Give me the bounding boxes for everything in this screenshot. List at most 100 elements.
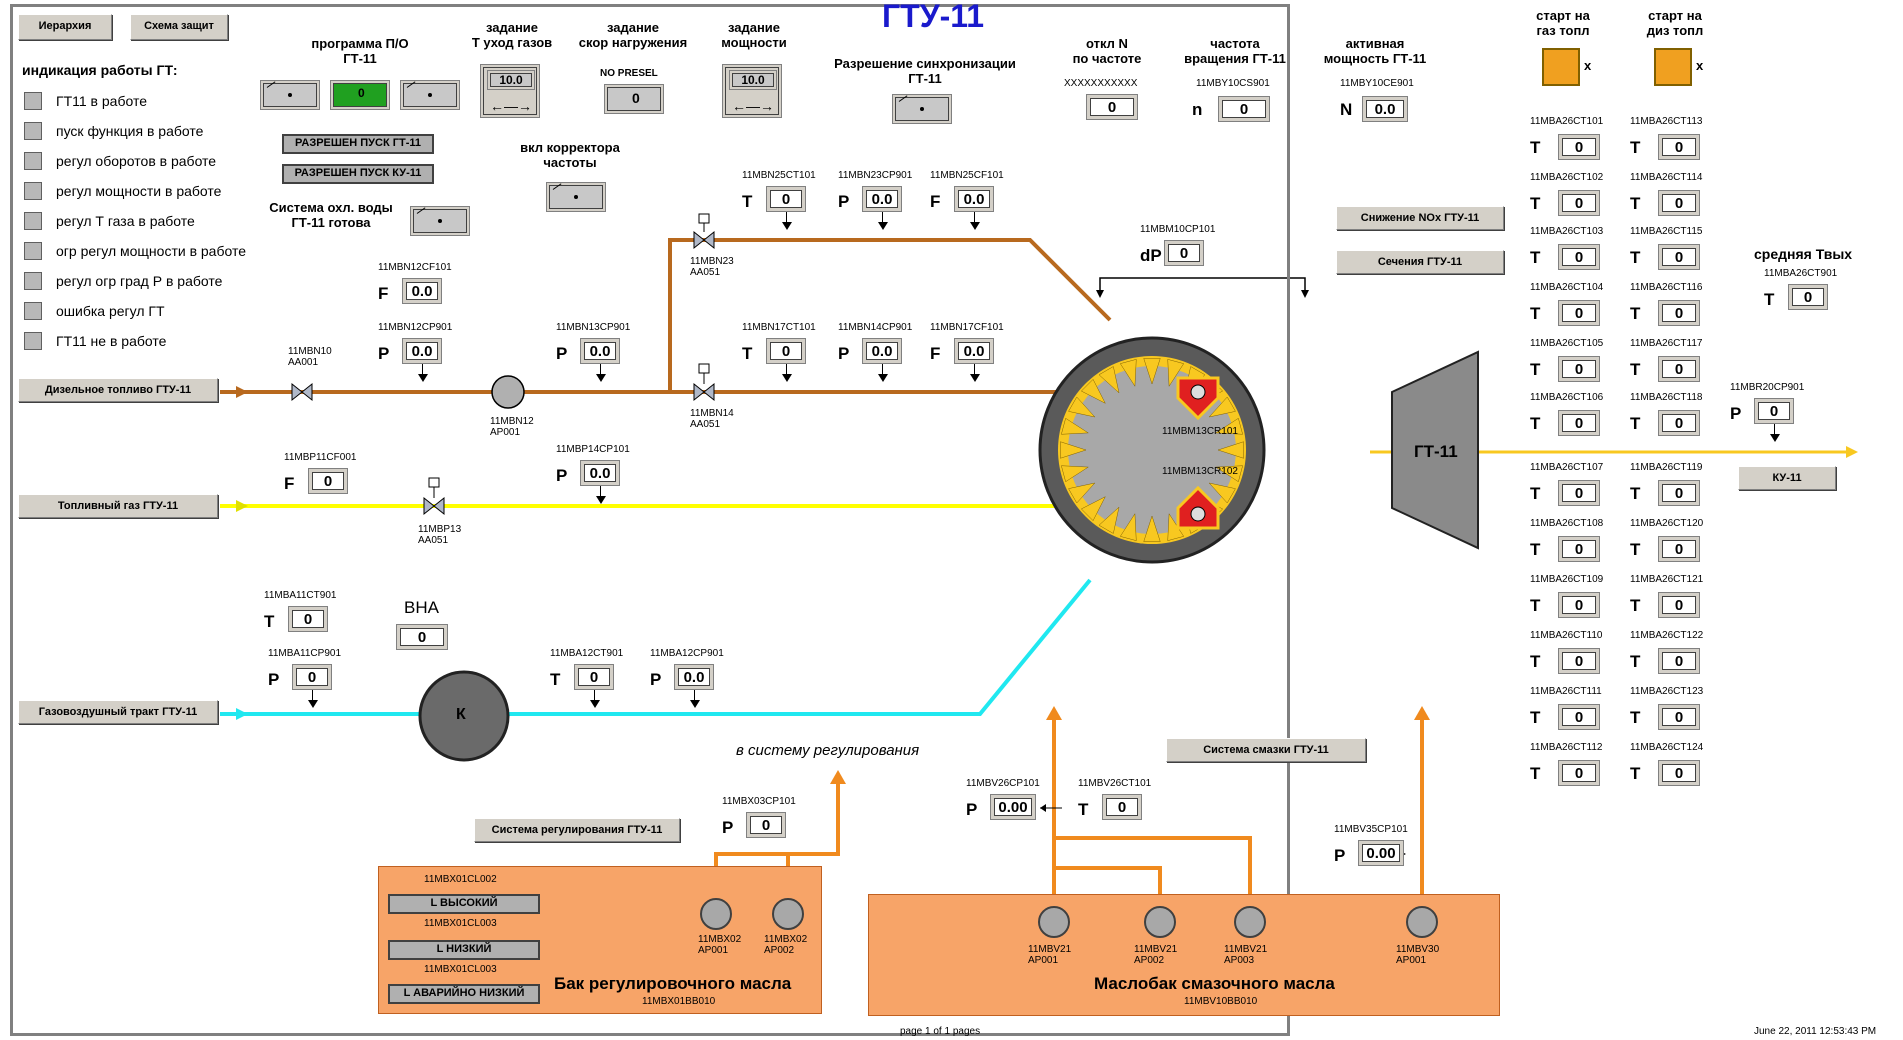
gas-temp-setpoint[interactable]: 10.0←—→ — [480, 64, 540, 118]
indicator-lamp — [24, 92, 42, 110]
combustor-blade — [1143, 358, 1161, 385]
vna-value: 0 — [396, 624, 448, 650]
load-rate-setpoint[interactable]: 0 — [604, 84, 664, 114]
sensor-symbol: P — [838, 192, 850, 211]
indicator-lamp — [24, 212, 42, 230]
mbv21-pump-2[interactable] — [1144, 906, 1176, 938]
start-gt-permit: РАЗРЕШЕН ПУСК ГТ-11 — [282, 134, 434, 154]
freq-corrector-label: вкл корректора частоты — [520, 140, 620, 170]
start-ku-permit: РАЗРЕШЕН ПУСК КУ-11 — [282, 164, 434, 184]
indicator-label: ошибка регул ГТ — [56, 303, 165, 319]
ku-button[interactable]: КУ-11 — [1738, 466, 1836, 490]
sensor-tag: 11MBN14CP901 — [838, 322, 913, 333]
sensor-symbol: T — [1530, 360, 1541, 379]
schematic-frame — [10, 4, 1290, 1036]
l-low-tag: 11MBX01CL003 — [424, 918, 497, 929]
start-diesel-icon[interactable] — [1654, 48, 1692, 86]
indicator-label: ГТ11 в работе — [56, 93, 147, 109]
sensor-tag: 11MBA26CT122 — [1630, 630, 1704, 641]
sensor-symbol: T — [1530, 652, 1541, 671]
sensor-value: 0 — [1558, 592, 1600, 618]
page-indicator: page 1 of 1 pages — [900, 1026, 981, 1037]
sensor-value: 0 — [1658, 536, 1700, 562]
combustor-blade — [1119, 512, 1137, 541]
sensor-symbol: T — [1630, 414, 1641, 433]
start-gas-x: x — [1584, 58, 1592, 73]
mbx02-pump-1[interactable] — [700, 898, 732, 930]
mbx02a-label: 11MBX02 AP001 — [698, 934, 742, 956]
combustor-blade — [1119, 359, 1137, 388]
sensor-value: 0 — [308, 468, 348, 494]
l-high-tag: 11MBX01CL002 — [424, 874, 497, 885]
sensor-value: 0 — [1658, 244, 1700, 270]
gas-line-button[interactable]: Топливный газ ГТУ-11 — [18, 494, 218, 518]
sensor-symbol: T — [1530, 304, 1541, 323]
nox-button[interactable]: Снижение NOx ГТУ-11 — [1336, 206, 1504, 230]
sensor-symbol: P — [556, 344, 568, 363]
indication-title: индикация работы ГТ: — [22, 62, 178, 78]
sync-permit-control[interactable] — [892, 94, 952, 124]
combustor-blade — [1217, 441, 1244, 459]
sensor-value: 0 — [1164, 240, 1204, 266]
load-rate-value: 0 — [632, 90, 640, 106]
page-title: ГТУ-11 — [882, 0, 985, 34]
indicator-label: регул оборотов в работе — [56, 153, 217, 169]
sensor-value: 0 — [1658, 592, 1700, 618]
sensor-tag: 11MBA26CT901 — [1764, 268, 1838, 279]
lube-system-button[interactable]: Система смазки ГТУ-11 — [1166, 738, 1366, 762]
sensor-value: 0.0 — [862, 338, 902, 364]
sensor-symbol: T — [1530, 484, 1541, 503]
reg-oil-tank-tag: 11MBX01BB010 — [642, 996, 716, 1007]
sensor-tag: 11MBX03CP101 — [722, 796, 796, 807]
l-crit-indicator: L АВАРИЙНО НИЗКИЙ — [388, 984, 540, 1004]
sensor-value: 0.0 — [862, 186, 902, 212]
sensor-tag: 11MBA26CT106 — [1530, 392, 1604, 403]
sensor-symbol: T — [1530, 540, 1541, 559]
mbx02-pump-2[interactable] — [772, 898, 804, 930]
sensor-value: 0 — [1658, 190, 1700, 216]
power-setpoint[interactable]: 10.0←—→ — [722, 64, 782, 118]
sensor-tag: 11MBA26CT108 — [1530, 518, 1604, 529]
freq-corrector-control[interactable] — [546, 182, 606, 212]
mbv21-pump-3[interactable] — [1234, 906, 1266, 938]
sensor-value: 0.0 — [674, 664, 714, 690]
combustor-blade — [1098, 506, 1120, 534]
air-line-button[interactable]: Газовоздушный тракт ГТУ-11 — [18, 700, 218, 724]
program-control-1[interactable] — [260, 80, 320, 110]
sensor-value: 0 — [1558, 704, 1600, 730]
indicator-lamp — [24, 332, 42, 350]
sensor-value: 0 — [1658, 300, 1700, 326]
hierarchy-button[interactable]: Иерархия — [18, 14, 112, 40]
sensor-symbol: dP — [1140, 246, 1162, 265]
sensor-value: 0 — [1788, 284, 1828, 310]
sensor-tag: 11MBA26CT107 — [1530, 462, 1604, 473]
vna-label: ВНА — [404, 598, 439, 617]
combustor-blade — [1061, 465, 1090, 483]
sync-permit-label: Разрешение синхронизации ГТ-11 — [834, 56, 1016, 86]
protection-scheme-button[interactable]: Схема защит — [130, 14, 228, 40]
combustor-blade — [1061, 417, 1090, 435]
combustor-blade — [1208, 396, 1236, 418]
mbx02b-label: 11MBX02 AP002 — [764, 934, 808, 956]
sensor-tag: 11MBN12CP901 — [378, 322, 453, 333]
sections-button[interactable]: Сечения ГТУ-11 — [1336, 250, 1504, 274]
cooling-system-control[interactable] — [410, 206, 470, 236]
sensor-symbol: T — [1630, 248, 1641, 267]
power-value: 10.0 — [732, 73, 774, 87]
sensor-tag: 11MBA26CT109 — [1530, 574, 1604, 585]
program-control-2[interactable]: 0 — [330, 80, 390, 110]
mbv30-pump[interactable] — [1406, 906, 1438, 938]
sensor-value: 0.0 — [580, 460, 620, 486]
mbv21-pump-1[interactable] — [1038, 906, 1070, 938]
sensor-tag: 11MBA26CT113 — [1630, 116, 1703, 127]
sensor-tag: 11MBA11CP901 — [268, 648, 342, 659]
mbn23-label: 11MBN23 AA051 — [690, 256, 734, 278]
gt-label: ГТ-11 — [1414, 442, 1458, 461]
sensor-tag: 11MBA26CT123 — [1630, 686, 1704, 697]
sensor-tag: 11MBA26CT118 — [1630, 392, 1703, 403]
reg-system-button[interactable]: Система регулирования ГТУ-11 — [474, 818, 680, 842]
indicator-lamp — [24, 122, 42, 140]
start-gas-icon[interactable] — [1542, 48, 1580, 86]
program-control-3[interactable] — [400, 80, 460, 110]
diesel-line-button[interactable]: Дизельное топливо ГТУ-11 — [18, 378, 218, 402]
